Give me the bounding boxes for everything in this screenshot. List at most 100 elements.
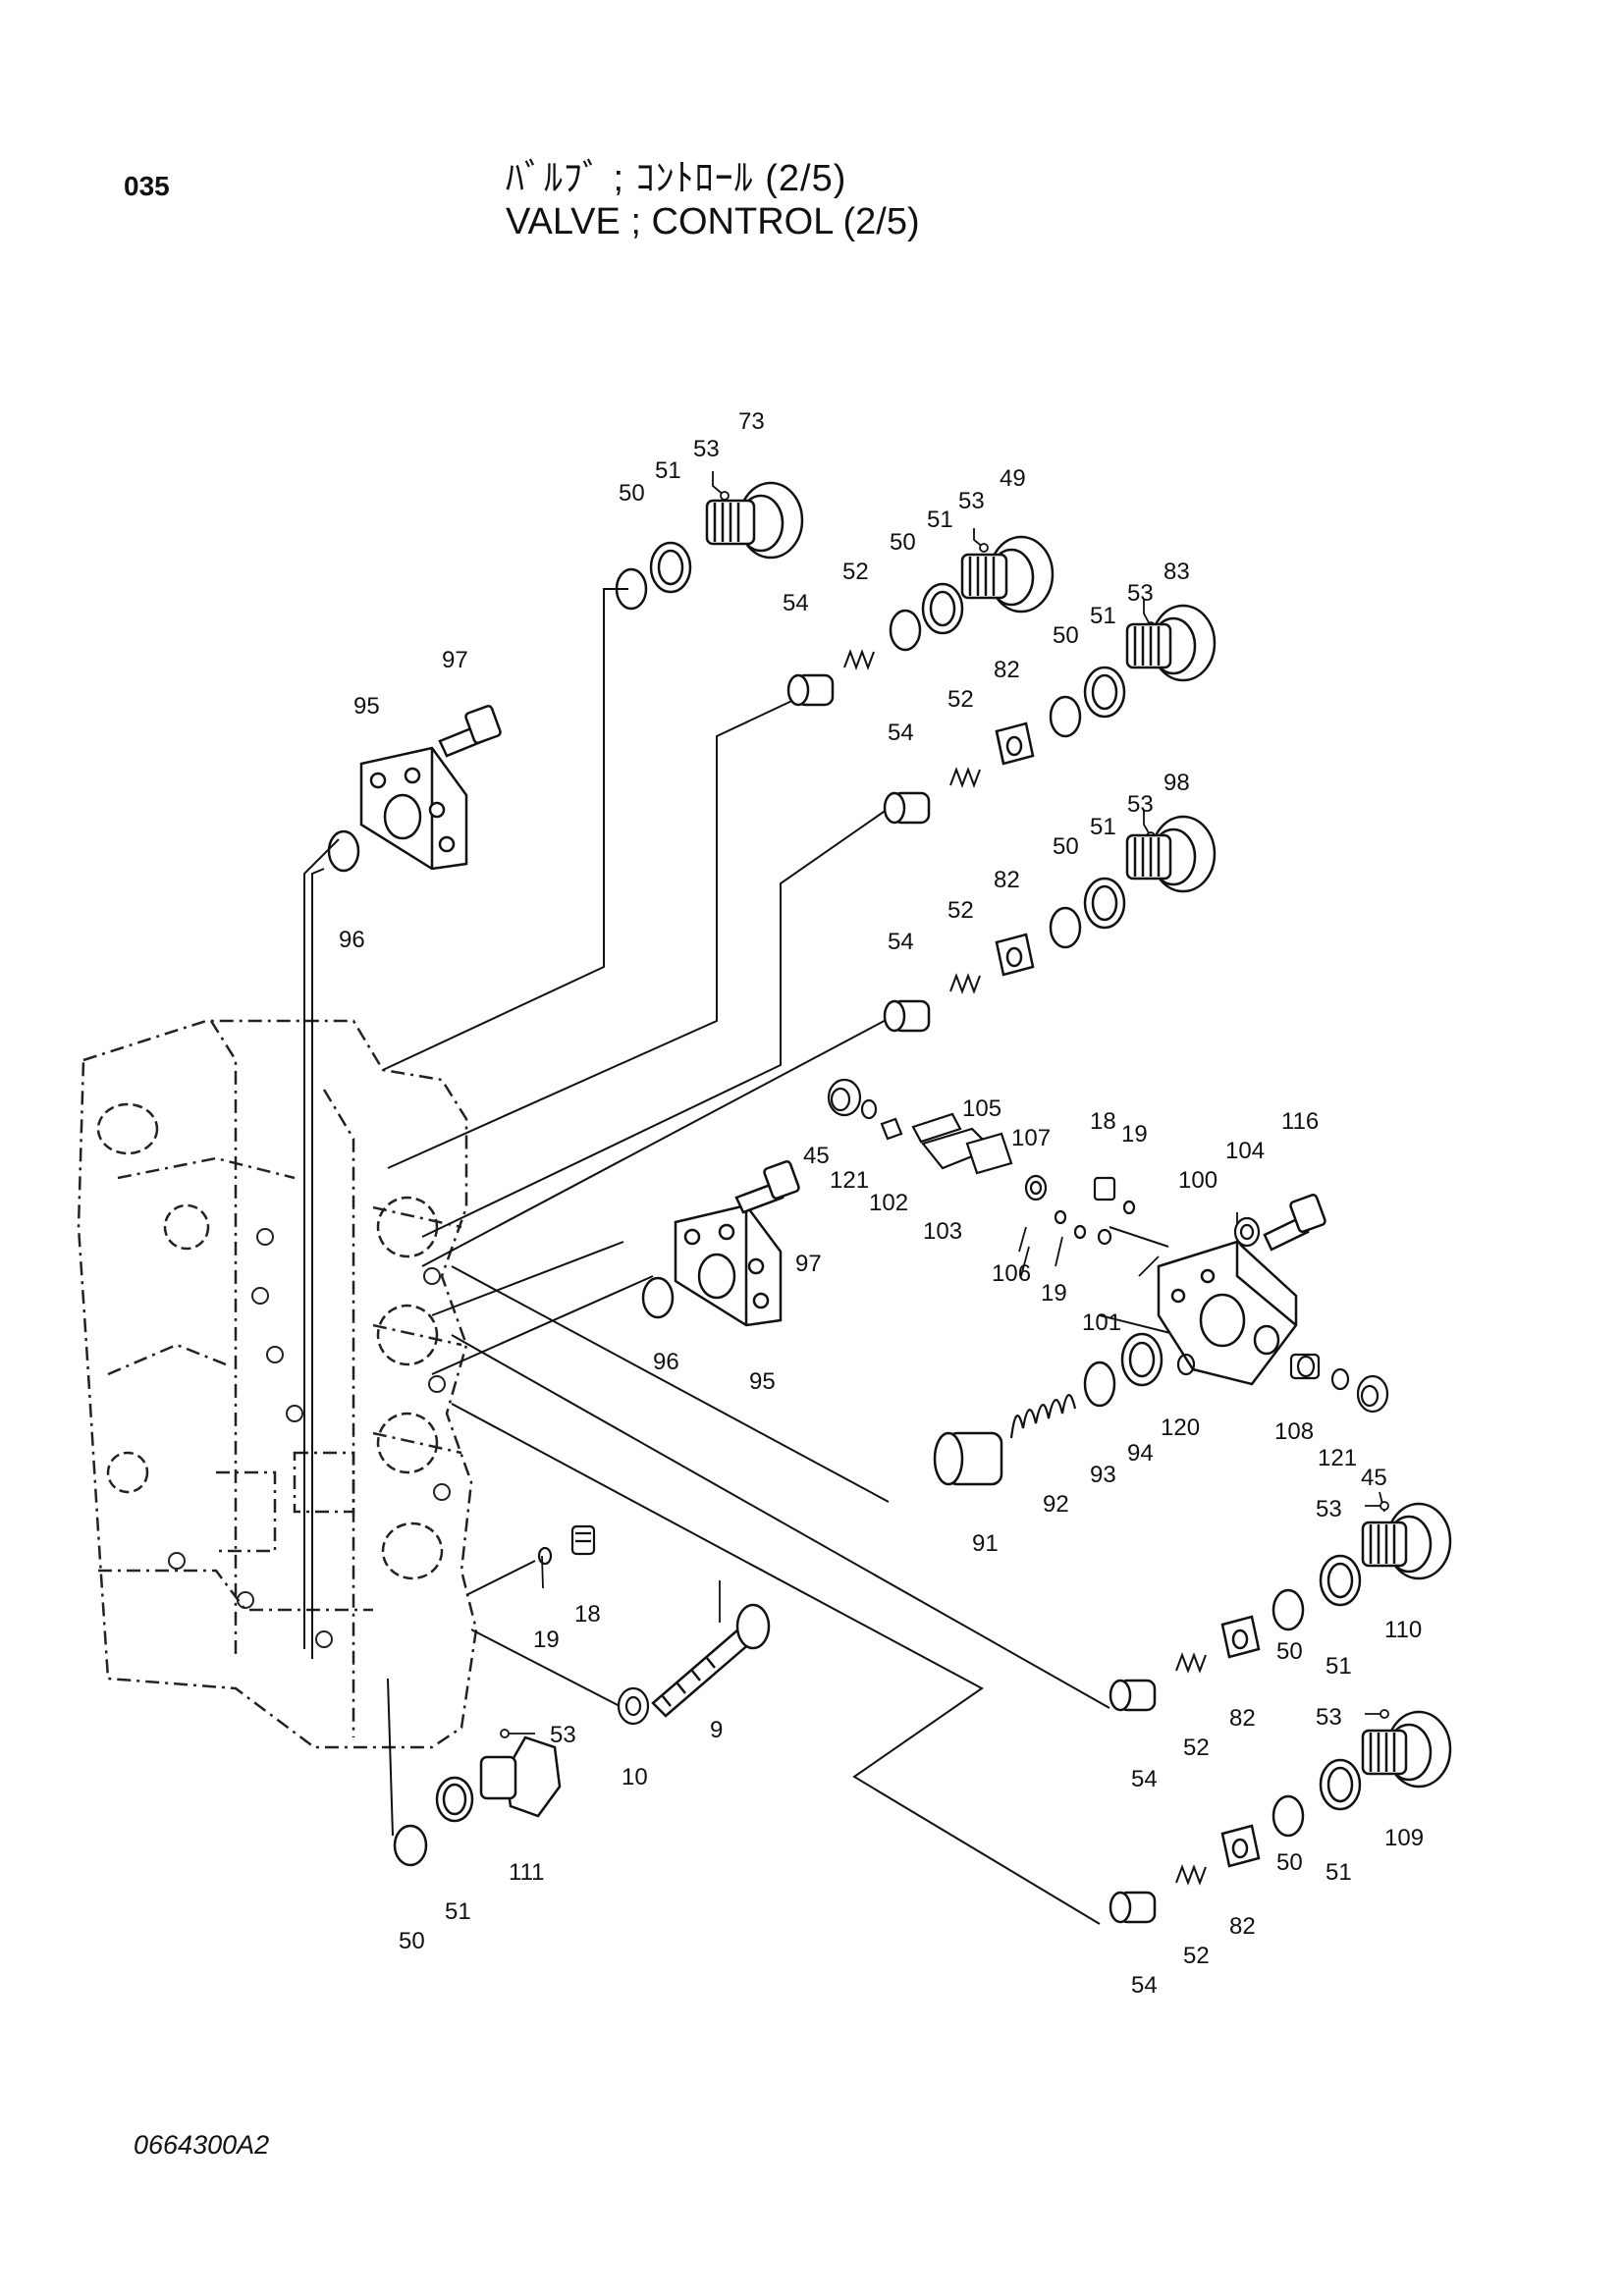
spool-end-54-b (883, 791, 931, 825)
spring-52-c (949, 973, 981, 994)
callout-102: 102 (869, 1190, 908, 1216)
callout-97: 97 (795, 1251, 822, 1277)
backup-ring-51-e (435, 1776, 474, 1823)
callout-50: 50 (1053, 622, 1079, 649)
callout-51: 51 (1090, 814, 1116, 840)
callout-53: 53 (1127, 580, 1154, 607)
callout-54: 54 (1131, 1766, 1158, 1792)
callout-82: 82 (994, 657, 1020, 683)
callout-50: 50 (1053, 833, 1079, 860)
plug-111 (479, 1735, 562, 1818)
callout-50: 50 (890, 529, 916, 556)
spring-52-d (1175, 1652, 1207, 1674)
callout-52: 52 (1183, 1735, 1210, 1761)
callout-105: 105 (962, 1095, 1001, 1122)
small-parts-group (827, 1078, 1136, 1246)
o-ring-93 (1083, 1361, 1116, 1408)
piston-91 (933, 1431, 1003, 1486)
o-ring-19-small (537, 1546, 553, 1566)
callout-50: 50 (1276, 1849, 1303, 1876)
callout-18: 18 (1090, 1108, 1116, 1135)
callout-96: 96 (339, 927, 365, 953)
valve-body-holes (168, 1228, 451, 1648)
callout-106: 106 (992, 1260, 1031, 1287)
spool-end-54-d (1109, 1679, 1157, 1712)
spacer-82-a (995, 721, 1035, 766)
callout-labels: 73 53 51 50 49 53 51 50 83 53 51 50 52 5… (339, 408, 1424, 1999)
plug-45 (1356, 1374, 1389, 1414)
backup-ring-51-b (921, 582, 964, 635)
backup-ring-51-a (649, 541, 692, 594)
callout-97: 97 (442, 647, 468, 673)
o-ring-120 (1176, 1353, 1196, 1376)
callout-53: 53 (958, 488, 985, 514)
plug-83 (1125, 604, 1217, 682)
callout-95: 95 (353, 693, 380, 720)
o-ring-96-b (641, 1276, 675, 1319)
callout-45: 45 (803, 1143, 830, 1169)
callout-120: 120 (1161, 1415, 1200, 1441)
washer-104 (1233, 1216, 1261, 1248)
callout-94: 94 (1127, 1440, 1154, 1467)
callout-51: 51 (1090, 603, 1116, 629)
callout-52: 52 (947, 897, 974, 924)
callout-52: 52 (842, 559, 869, 585)
spool-end-54-a (786, 673, 835, 707)
callout-95: 95 (749, 1368, 776, 1395)
callout-50: 50 (619, 480, 645, 507)
callout-101: 101 (1082, 1309, 1121, 1336)
flange-95-b (674, 1203, 783, 1327)
bolt-97-b (734, 1160, 800, 1214)
callout-51: 51 (445, 1898, 471, 1925)
title-japanese: ﾊﾞﾙﾌﾞ ; ｺﾝﾄﾛｰﾙ (2/5) (506, 158, 847, 199)
plug-108 (1289, 1353, 1321, 1380)
callout-91: 91 (972, 1530, 999, 1557)
callout-51: 51 (1325, 1653, 1352, 1680)
callout-93: 93 (1090, 1462, 1116, 1488)
spring-92 (1009, 1394, 1077, 1439)
callout-82: 82 (994, 867, 1020, 893)
plug-73 (705, 481, 804, 560)
backup-ring-51-c (1083, 666, 1126, 719)
callout-18: 18 (574, 1601, 601, 1628)
callout-54: 54 (1131, 1972, 1158, 1999)
callout-108: 108 (1274, 1418, 1314, 1445)
callout-19: 19 (1121, 1121, 1148, 1148)
backup-ring-51-g (1319, 1758, 1362, 1811)
o-ring-50-b (889, 609, 922, 652)
o-ring-50-a (615, 567, 648, 611)
backup-ring-51-d (1083, 877, 1126, 930)
o-ring-96-a (327, 829, 360, 873)
callout-10: 10 (622, 1764, 648, 1790)
callout-53: 53 (1316, 1496, 1342, 1522)
spool-end-54-e (1109, 1891, 1157, 1924)
page-number: 035 (124, 171, 170, 201)
callout-52: 52 (947, 686, 974, 713)
plug-98 (1125, 815, 1217, 893)
o-ring-50-f (1271, 1588, 1305, 1631)
callout-96: 96 (653, 1349, 679, 1375)
spool-end-54-c (883, 999, 931, 1033)
o-ring-121 (1330, 1367, 1350, 1391)
backup-ring-51-f (1319, 1554, 1362, 1607)
callout-53: 53 (1316, 1704, 1342, 1731)
callout-51: 51 (655, 457, 681, 484)
callout-111: 111 (509, 1859, 544, 1886)
plug-18-small (570, 1524, 596, 1556)
callout-82: 82 (1229, 1705, 1256, 1732)
callout-54: 54 (888, 929, 914, 955)
callout-51: 51 (1325, 1859, 1352, 1886)
callout-103: 103 (923, 1218, 962, 1245)
callout-54: 54 (888, 720, 914, 746)
callout-107: 107 (1011, 1125, 1051, 1151)
callout-53: 53 (1127, 791, 1154, 818)
spacer-82-c (1220, 1615, 1261, 1659)
callout-53: 53 (693, 436, 720, 462)
flange-95-a (359, 746, 468, 871)
callout-121: 121 (1318, 1445, 1357, 1471)
o-ring-50-g (1271, 1794, 1305, 1838)
cover-100 (1157, 1240, 1298, 1386)
callout-100: 100 (1178, 1167, 1217, 1194)
title-english: VALVE ; CONTROL (2/5) (506, 201, 920, 242)
callout-50: 50 (1276, 1638, 1303, 1665)
